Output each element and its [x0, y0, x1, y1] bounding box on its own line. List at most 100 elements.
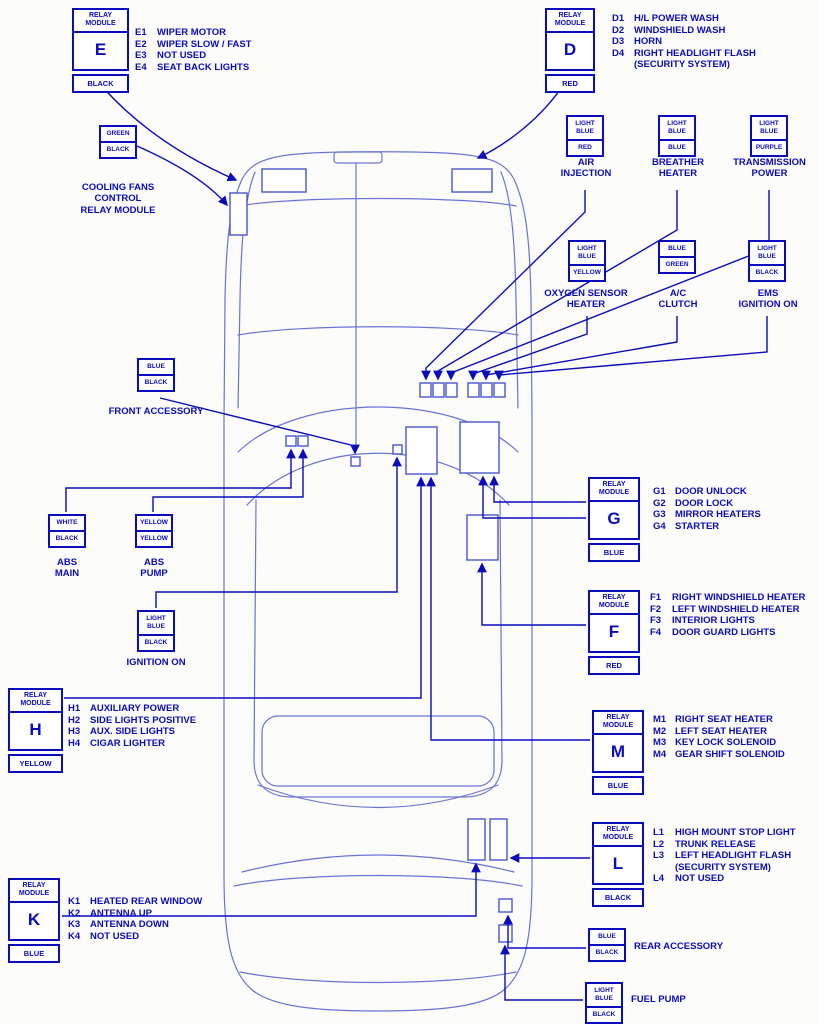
connector-top-color: YELLOW [140, 519, 168, 526]
label-front-accessory: FRONT ACCESSORY [108, 406, 204, 417]
label-cooling-fans: COOLING FANS CONTROL RELAY MODULE [80, 182, 156, 216]
legend-code: D4 [612, 47, 625, 59]
module-g-header: RELAY MODULE [590, 479, 638, 502]
legend-text: HORN [634, 36, 662, 47]
connector-top-color: LIGHT BLUE [594, 987, 614, 1003]
leader-transmission-power [446, 190, 770, 381]
bulkhead-fuse-2 [432, 382, 445, 398]
connector-front-accessory: BLUE BLACK [137, 358, 175, 393]
relay-module-k: RELAY MODULE K BLUE [8, 878, 60, 963]
label-air-injection: AIR INJECTION [560, 157, 612, 180]
leader-module-d [476, 83, 565, 159]
legend-code: F3 [650, 615, 662, 626]
car-outline [223, 151, 533, 1012]
module-h-color: YELLOW [8, 753, 63, 773]
legend-text: INTERIOR LIGHTS [672, 615, 755, 626]
legend-code: H1 [68, 703, 81, 714]
connector-top-color: LIGHT BLUE [667, 120, 687, 136]
legend-module-f: F1 RIGHT WINDSHIELD HEATER F2 LEFT WINDSHI… [650, 592, 805, 638]
legend-text: NOT USED [157, 50, 207, 61]
bulkhead-fuse-1 [419, 382, 432, 398]
relay-module-m: RELAY MODULE M BLUE [592, 710, 644, 795]
legend-code: F2 [650, 603, 662, 615]
legend-code: E4 [135, 61, 147, 73]
legend-text: AUXILIARY POWER [90, 703, 180, 714]
legend-text: WINDSHIELD WASH [634, 24, 726, 36]
connector-top-color: BLUE [598, 933, 616, 940]
trunk-block-left [467, 818, 486, 861]
legend-text: LEFT HEADLIGHT FLASH (SECURITY SYSTEM) [675, 850, 792, 873]
leader-ems-ignition [494, 316, 768, 381]
legend-code: G3 [653, 509, 666, 520]
legend-code: E1 [135, 27, 147, 38]
connector-top-color: WHITE [56, 519, 78, 526]
connector-top-color: BLUE [668, 245, 686, 252]
module-g-letter: G [607, 508, 621, 528]
dash-block-4 [392, 444, 403, 455]
legend-code: H4 [68, 737, 81, 749]
label-ac-clutch: A/C CLUTCH [658, 288, 698, 311]
legend-code: F1 [650, 592, 662, 603]
connector-ems-ignition: LIGHT BLUE BLACK [748, 240, 786, 283]
leader-fuel-pump [500, 944, 583, 1001]
connector-bottom-color: BLACK [50, 530, 84, 546]
label-transmission-power: TRANSMISSION POWER [733, 157, 806, 180]
module-d-header: RELAY MODULE [547, 10, 593, 33]
connector-bottom-color: YELLOW [137, 530, 171, 546]
connector-breather-heater: LIGHT BLUE BLUE [658, 115, 696, 158]
module-l-letter: L [612, 853, 624, 873]
legend-code: K1 [68, 896, 81, 907]
legend-text: SIDE LIGHTS POSITIVE [90, 714, 197, 726]
module-k-header: RELAY MODULE [10, 880, 58, 903]
legend-text: AUX. SIDE LIGHTS [90, 726, 175, 737]
module-m-color: BLUE [592, 775, 644, 795]
connector-abs-main: WHITE BLACK [48, 514, 86, 549]
legend-text: RIGHT WINDSHIELD HEATER [672, 592, 806, 603]
module-d-letter: D [563, 39, 577, 59]
connector-bottom-color: BLUE [660, 139, 694, 155]
leader-module-k [62, 862, 481, 917]
legend-code: K4 [68, 930, 81, 942]
module-e-color: BLACK [72, 73, 129, 93]
legend-text: LEFT SEAT HEATER [675, 725, 768, 737]
g-target-block [459, 421, 500, 474]
legend-code: G4 [653, 520, 666, 532]
car-connector-blocks [229, 168, 513, 943]
leader-ignition-on [155, 456, 402, 608]
legend-text: TRUNK RELEASE [675, 838, 756, 850]
legend-text: NOT USED [675, 873, 725, 884]
connector-oxygen-sensor: LIGHT BLUE YELLOW [568, 240, 606, 283]
connector-top-color: BLUE [147, 363, 165, 370]
legend-code: L4 [653, 873, 665, 884]
legend-text: H/L POWER WASH [634, 13, 719, 24]
module-l-header: RELAY MODULE [594, 824, 642, 847]
legend-text: ANTENNA UP [90, 907, 152, 919]
legend-text: SEAT BACK LIGHTS [157, 61, 250, 73]
leader-lines [62, 83, 770, 1001]
legend-code: D2 [612, 24, 625, 36]
leader-breather-heater [433, 190, 678, 381]
leader-abs-main [65, 448, 296, 512]
legend-code: E2 [135, 38, 147, 50]
legend-text: STARTER [675, 520, 720, 532]
connector-bottom-color: BLACK [101, 141, 135, 157]
label-oxygen-sensor: OXYGEN SENSOR HEATER [544, 288, 628, 311]
legend-text: WIPER SLOW / FAST [157, 38, 252, 50]
connector-fuel-pump: LIGHT BLUE BLACK [585, 982, 623, 1024]
leader-rear-accessory [503, 914, 586, 949]
module-h-letter: H [29, 719, 42, 739]
module-l-color: BLACK [592, 887, 644, 907]
connector-ac-clutch: BLUE GREEN [658, 240, 696, 275]
legend-text: LEFT WINDSHIELD HEATER [672, 603, 800, 615]
connector-bottom-color: BLACK [139, 374, 173, 390]
leader-ac-clutch [481, 316, 678, 381]
legend-text: NOT USED [90, 930, 140, 942]
module-h-header: RELAY MODULE [10, 690, 61, 713]
dash-block-2 [297, 435, 309, 447]
label-ems-ignition: EMS IGNITION ON [738, 288, 798, 311]
connector-bottom-color: PURPLE [752, 139, 786, 155]
